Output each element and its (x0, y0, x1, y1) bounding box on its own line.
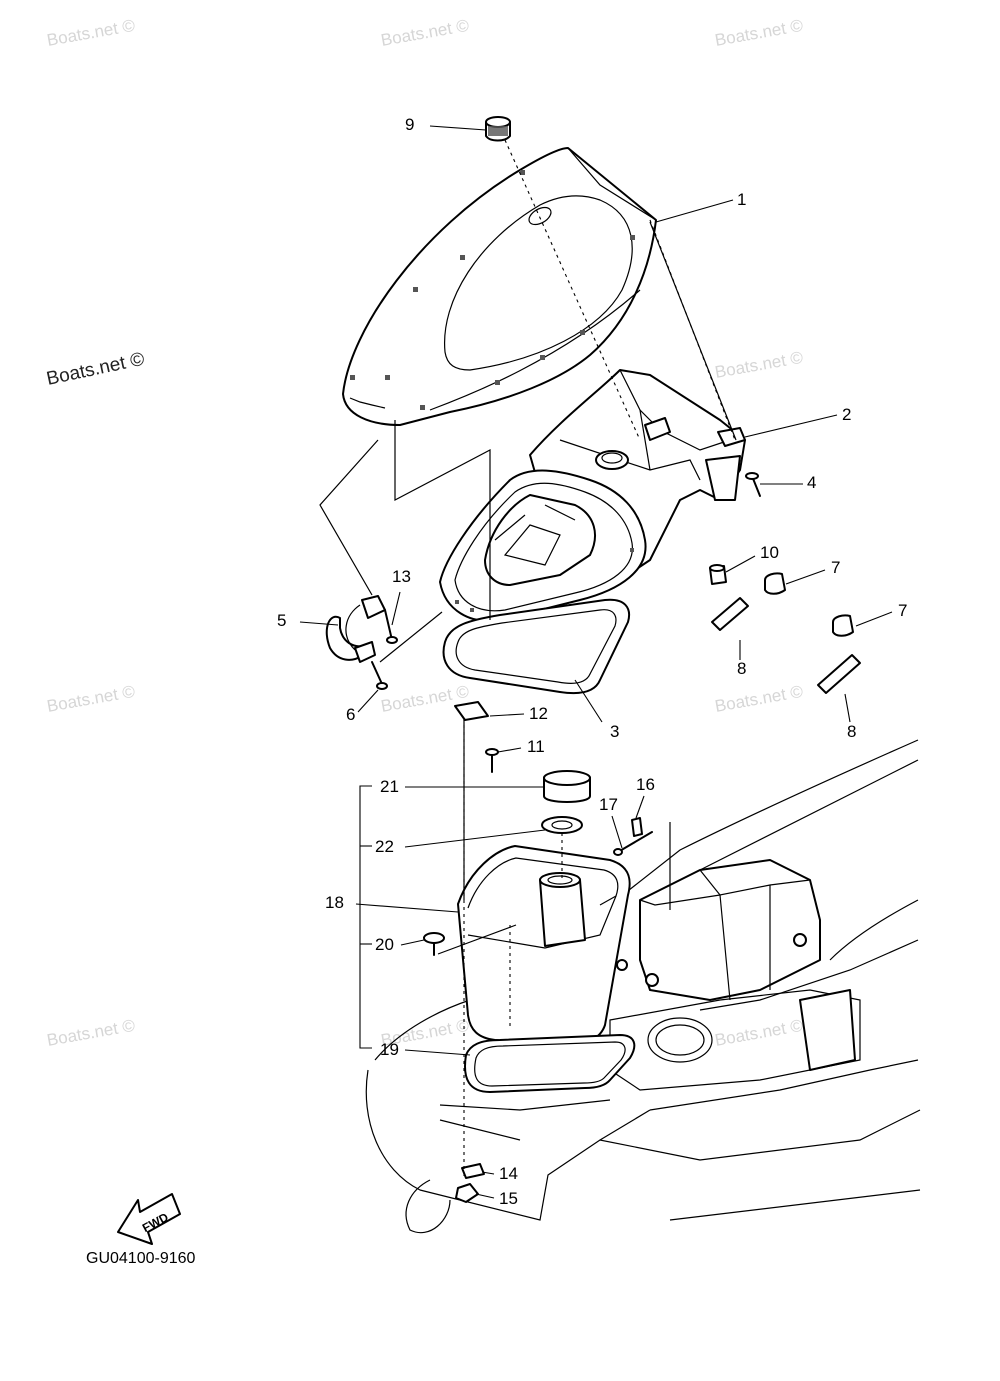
watermark-text: Boats.net © (45, 1016, 136, 1050)
bolt-part-20 (423, 932, 445, 956)
watermark-text: Boats.net © (713, 348, 804, 382)
cap-part-9 (485, 116, 511, 142)
callout-number: 6 (346, 705, 355, 724)
leader-lines (299, 125, 893, 1199)
callout-number: 22 (375, 837, 394, 856)
callout-number: 5 (277, 611, 286, 630)
callout-number: 11 (527, 737, 545, 756)
callout-number: 7 (831, 558, 840, 577)
gasket-part-19 (439, 1034, 636, 1141)
callout-number: 14 (499, 1164, 518, 1183)
callout-number: 12 (529, 704, 548, 723)
washer-part-14 (461, 1163, 485, 1179)
watermark-text: Boats.net © (45, 682, 136, 716)
callout-number: 7 (898, 601, 907, 620)
watermark-text: Boats.net © (379, 16, 470, 50)
watermark-text: Boats.net © (713, 1016, 804, 1050)
callout-number: 10 (760, 543, 779, 562)
fwd-arrow-icon: FWD (117, 1193, 181, 1245)
callout-number: 16 (636, 775, 655, 794)
callout-number: 4 (807, 473, 816, 492)
watermark-text: Boats.net © (379, 682, 470, 716)
cap-part-21 (543, 770, 591, 803)
grommet-part-10 (709, 564, 727, 585)
storage-lid (439, 469, 647, 622)
nut-part-15 (455, 1183, 479, 1203)
callout-number: 20 (375, 935, 394, 954)
callout-number: 1 (737, 190, 746, 209)
bolt-part-11 (485, 748, 499, 773)
screw-part-4 (745, 472, 761, 497)
diagram-code: GU04100-9160 (86, 1250, 196, 1267)
screw-part-17 (613, 831, 653, 856)
callout-number: 2 (842, 405, 851, 424)
callout-number: 3 (610, 722, 619, 741)
bolt-part-13 (384, 609, 398, 644)
callout-number: 21 (380, 777, 399, 796)
bracket-part-12 (454, 701, 489, 721)
callout-number: 17 (599, 795, 618, 814)
clip-part-16 (631, 817, 643, 837)
pad-part-7b (832, 614, 854, 637)
hull-outline (365, 739, 921, 1234)
callout-number: 18 (325, 893, 344, 912)
callout-number: 9 (405, 115, 414, 134)
pad-part-7a (764, 572, 786, 595)
callout-number: 15 (499, 1189, 518, 1208)
watermark-text: Boats.net © (45, 16, 136, 50)
callout-number: 13 (392, 567, 411, 586)
watermark-text: Boats.net © (713, 16, 804, 50)
assembly-lines (319, 139, 737, 1176)
seal-part-22 (541, 816, 583, 834)
callout-number: 8 (737, 659, 746, 678)
bolt-part-6 (371, 661, 388, 690)
watermark-text: Boats.net © (713, 682, 804, 716)
watermark-main: Boats.net © (45, 349, 147, 390)
gasket-part-3 (442, 598, 630, 695)
group-bracket (359, 785, 372, 1049)
callout-number: 19 (380, 1040, 399, 1059)
latch-part-5 (325, 595, 386, 663)
top-cover-part-1 (342, 147, 657, 426)
strip-part-8b (817, 654, 861, 694)
strip-part-8a (711, 597, 749, 631)
storage-box-part-18 (457, 845, 631, 1046)
callout-number: 8 (847, 722, 856, 741)
